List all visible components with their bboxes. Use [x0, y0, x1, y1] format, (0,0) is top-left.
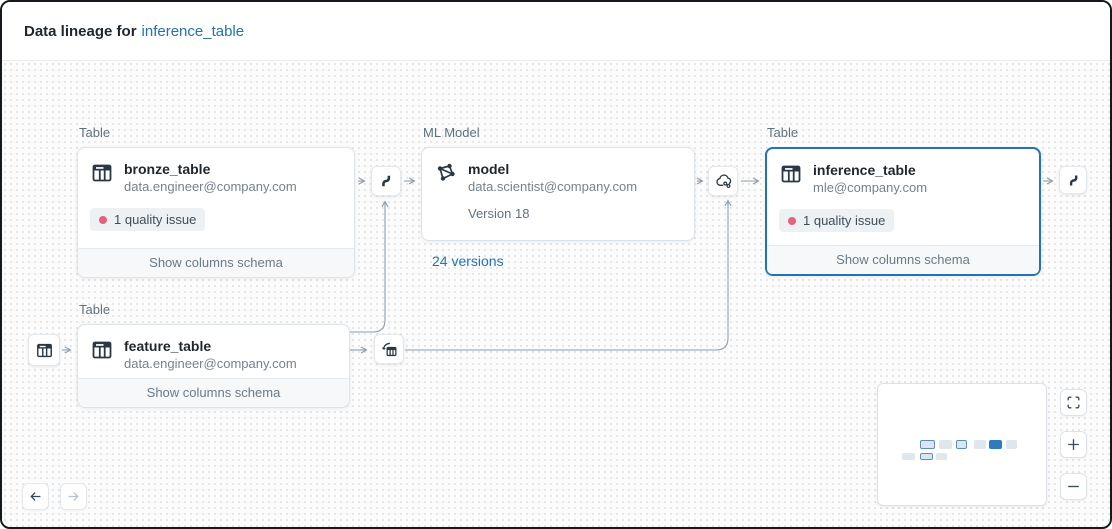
minimap-node: [920, 453, 933, 460]
bronze-body: bronze_table data.engineer@company.com: [78, 148, 354, 195]
node-feature-store[interactable]: [374, 334, 404, 364]
quality-badge-label: 1 quality issue: [803, 213, 886, 228]
fit-view-icon: [1067, 396, 1080, 409]
forward-icon: [68, 492, 79, 501]
node-upstream-job[interactable]: [371, 166, 401, 196]
page-title: Data lineage for: [24, 22, 137, 40]
minimap-node: [902, 453, 915, 460]
lineage-canvas[interactable]: Table ML Model Table Table bronze_table …: [2, 61, 1110, 527]
page-header: Data lineage for inference_table: [2, 2, 1110, 61]
fit-view-button[interactable]: [1060, 389, 1087, 416]
minimap-node: [989, 440, 1002, 449]
workflow-icon: [1069, 173, 1077, 187]
back-icon: [30, 492, 41, 501]
minimap-node: [956, 440, 967, 449]
show-columns-schema-button[interactable]: Show columns schema: [78, 378, 349, 407]
table-icon: [92, 341, 112, 359]
node-owner: data.scientist@company.com: [468, 179, 638, 194]
minimap-node: [936, 453, 947, 460]
zoom-in-icon: [1068, 439, 1079, 450]
model-versions-link[interactable]: 24 versions: [432, 253, 504, 269]
quality-badge-label: 1 quality issue: [114, 212, 197, 227]
model-icon: [437, 163, 455, 181]
node-feature-table[interactable]: feature_table data.engineer@company.com …: [77, 324, 350, 408]
table-icon: [36, 343, 52, 357]
model-version: Version 18: [468, 206, 530, 221]
minimap-node: [920, 440, 935, 449]
table-icon: [92, 164, 112, 182]
node-title: bronze_table: [124, 161, 211, 177]
quality-dot-icon: [99, 215, 107, 224]
header-table-link[interactable]: inference_table: [141, 22, 245, 40]
node-title: feature_table: [124, 338, 212, 354]
minimap-node: [939, 440, 952, 449]
node-bronze-table[interactable]: bronze_table data.engineer@company.com 1…: [77, 147, 355, 278]
inference-type-label: Table: [767, 125, 799, 140]
node-model[interactable]: model data.scientist@company.com Version…: [421, 147, 695, 241]
minimap-node: [974, 440, 986, 449]
node-owner: data.engineer@company.com: [124, 356, 297, 371]
zoom-in-button[interactable]: [1060, 431, 1087, 458]
model-type-label: ML Model: [423, 125, 480, 140]
node-owner: mle@company.com: [813, 180, 928, 195]
node-title: inference_table: [813, 162, 916, 178]
node-owner: data.engineer@company.com: [124, 179, 297, 194]
node-inference-table[interactable]: inference_table mle@company.com 1 qualit…: [765, 147, 1041, 276]
workflow-icon: [382, 174, 391, 188]
feature-store-icon: [381, 342, 396, 356]
zoom-out-button[interactable]: [1060, 473, 1087, 500]
model-body: model data.scientist@company.com: [422, 148, 694, 195]
node-title: model: [468, 161, 510, 177]
quality-dot-icon: [788, 216, 796, 225]
table-icon: [781, 165, 801, 183]
edge-feature-to-job: [350, 200, 389, 333]
feature-body: feature_table data.engineer@company.com: [78, 325, 349, 372]
bronze-type-label: Table: [79, 125, 111, 140]
feature-type-label: Table: [79, 302, 111, 317]
quality-issue-badge[interactable]: 1 quality issue: [90, 208, 206, 231]
show-columns-schema-button[interactable]: Show columns schema: [767, 245, 1039, 274]
node-downstream-job[interactable]: [1059, 166, 1087, 194]
minimap[interactable]: [877, 383, 1047, 506]
zoom-out-icon: [1068, 485, 1079, 488]
minimap-node: [1006, 440, 1017, 449]
back-button[interactable]: [22, 483, 49, 510]
show-columns-schema-button[interactable]: Show columns schema: [78, 248, 354, 277]
inference-body: inference_table mle@company.com: [767, 149, 1039, 196]
serving-icon: [715, 173, 731, 188]
node-model-serving[interactable]: [708, 166, 738, 196]
forward-button[interactable]: [60, 483, 87, 510]
quality-issue-badge[interactable]: 1 quality issue: [779, 209, 895, 232]
node-source-table[interactable]: [28, 334, 60, 366]
